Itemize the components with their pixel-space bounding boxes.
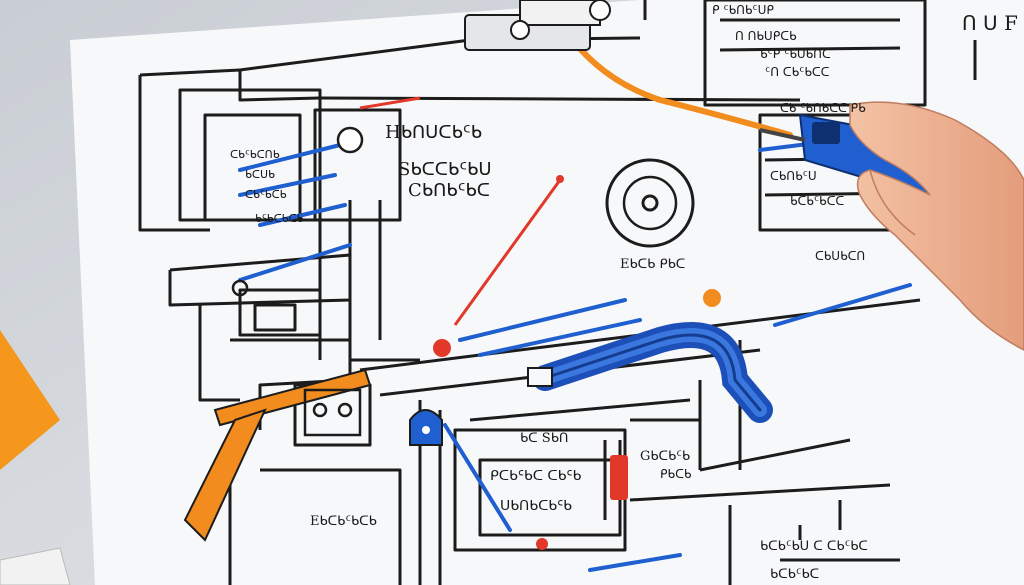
mid-label-2: ᑭᑕᑲᑦᑲᑕ ᑕᑲᑦᑲ (490, 468, 581, 484)
corner-mark: ᑎ ᑌ F (962, 11, 1018, 35)
top-box-label-3: ᑲᑦᑭ ᑦᑲᑌᑲᑎᑕ (760, 47, 831, 61)
center-label: Eᑲᑕᑲ ᑭᑲᑕ (620, 257, 685, 272)
bottom-label-3: ᑲᑕᑲᑦᑲᑕ (770, 567, 819, 582)
switch-symbol (231, 126, 364, 437)
cable-connector (527, 367, 553, 387)
top-box-label-1: ᑭ ᑦᑲᑎᑲᑦᑌᑭ (712, 3, 774, 17)
heading-2: Sᑲᑕᑕᑲᑦᑲᑌ (398, 159, 492, 180)
diagram-labels: ᑎ ᑌ F ᑭ ᑦᑲᑎᑲᑦᑌᑭ ᑎ ᑎᑲᑌᑭᑕᑲ ᑲᑦᑭ ᑦᑲᑌᑲᑎᑕ ᑦᑎ ᑕ… (230, 3, 1018, 582)
left-label-2: ᑲᑕᑌᑲ (245, 168, 275, 181)
orange-bracket (183, 368, 372, 542)
diagram-lines (138, 0, 977, 585)
left-label-1: ᑕᑲᑦᑲᑕᑎᑲ (230, 148, 280, 161)
heading-1: Hᑲᑎᑌᑕᑲᑦᑲ (385, 122, 482, 143)
right-label-2: ᑕᑲᑎᑲᑦᑌ (770, 169, 817, 183)
orange-node (703, 289, 721, 307)
top-box-label-4: ᑦᑎ ᑕᑲᑦᑲᑕᑕ (765, 65, 830, 79)
mid-label-5: ᑭᑲᑕᑲ (660, 467, 692, 481)
bottom-label-1: Eᑲᑕᑲᑦᑲᑕᑲ (310, 514, 377, 529)
red-dot (556, 175, 564, 183)
red-node-small (536, 538, 548, 550)
blue-wires (238, 138, 912, 572)
top-box-label-2: ᑎ ᑎᑲᑌᑭᑕᑲ (735, 29, 797, 43)
round-switch-symbol (605, 158, 695, 248)
mid-label-1: ᑲᑕ Sᑲᑎ (520, 431, 568, 446)
right-label-4: ᑕᑲᑌᑲᑕᑎ (815, 249, 865, 263)
orange-terminal (610, 455, 628, 500)
orange-sticky-note (0, 330, 60, 470)
bottom-label-2: ᑲᑕᑲᑦᑲᑌ ᑕ ᑕᑲᑦᑲᑕ (760, 539, 868, 554)
right-label-3: ᑲᑕᑲᑦᑲᑕᑕ (790, 194, 844, 208)
mid-label-4: Gᑲᑕᑲᑦᑲ (640, 449, 690, 464)
top-clamp (464, 0, 611, 51)
heading-3: Cᑲᑎᑲᑦᑲᑕ (408, 180, 490, 201)
red-node (433, 339, 451, 357)
left-label-3: ᑕᑲᑦᑲᑕᑲ (245, 188, 287, 201)
paper-scrap (0, 547, 71, 585)
left-label-4: ᑲᑦᑲᑕᑲᑕᑲ (255, 212, 304, 225)
red-wire-top (359, 96, 421, 110)
right-label-1: ᑕᑲ ᑦᑲᑎᑲᑕᑕ ᑭᑲ (780, 101, 866, 115)
orange-wire (562, 27, 793, 138)
blue-sensor (409, 409, 443, 446)
blue-cable-bundle (532, 322, 773, 423)
mid-label-3: ᑌᑲᑎᑲᑕᑲᑦᑲ (500, 498, 572, 514)
hand-with-tool (759, 101, 1024, 351)
red-wire (453, 179, 562, 326)
